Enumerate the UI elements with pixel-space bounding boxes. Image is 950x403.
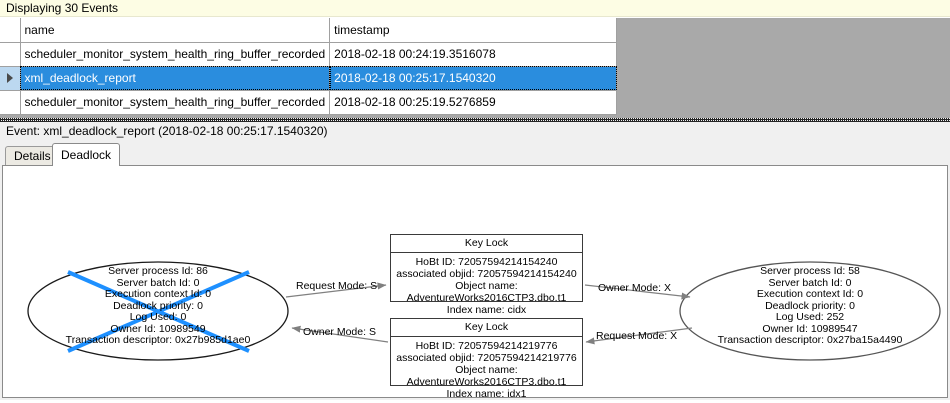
- node-text-line: HoBt ID: 72057594214154240: [415, 256, 558, 268]
- row-selector-cell[interactable]: [0, 42, 21, 67]
- table-row-selected[interactable]: xml_deadlock_report 2018-02-18 00:25:17.…: [0, 66, 618, 91]
- node-text-line: HoBt ID: 72057594214219776: [415, 340, 558, 352]
- edge-owner-mode-x[interactable]: [584, 284, 691, 300]
- process-node-right-ellipse[interactable]: [679, 261, 941, 361]
- table-row[interactable]: scheduler_monitor_system_health_ring_buf…: [0, 90, 618, 115]
- events-grid[interactable]: name timestamp scheduler_monitor_system_…: [0, 18, 950, 118]
- node-text-line: Object name: AdventureWorks2016CTP3.dbo.…: [406, 280, 567, 304]
- column-header-name[interactable]: name: [20, 18, 331, 43]
- edge-label-request-mode-s: Request Mode: S: [296, 280, 378, 292]
- edge-label-owner-mode-x: Owner Mode: X: [598, 282, 671, 294]
- row-selector-arrow-icon: [6, 73, 13, 83]
- edge-label-request-mode-x: Request Mode: X: [596, 330, 678, 342]
- node-text-line: associated objid: 72057594214154240: [396, 268, 577, 280]
- table-row[interactable]: scheduler_monitor_system_health_ring_buf…: [0, 42, 618, 67]
- table-header-row: name timestamp: [0, 18, 618, 43]
- tab-details[interactable]: Details: [5, 146, 60, 165]
- cell-timestamp[interactable]: 2018-02-18 00:24:19.3516078: [329, 42, 618, 67]
- column-header-timestamp[interactable]: timestamp: [329, 18, 618, 43]
- horizontal-splitter[interactable]: [0, 118, 950, 122]
- cell-timestamp[interactable]: 2018-02-18 00:25:19.5276859: [329, 90, 618, 115]
- cell-name[interactable]: xml_deadlock_report: [20, 66, 331, 91]
- node-text-line: associated objid: 72057594214219776: [396, 352, 577, 364]
- cell-name[interactable]: scheduler_monitor_system_health_ring_buf…: [20, 42, 331, 67]
- event-title-label: Event: xml_deadlock_report (2018-02-18 0…: [6, 124, 328, 138]
- edge-owner-mode-s[interactable]: [291, 325, 389, 343]
- lock-title: Key Lock: [391, 235, 582, 253]
- column-header-selector: [0, 18, 21, 43]
- node-text-line: Object name: AdventureWorks2016CTP3.dbo.…: [406, 364, 567, 388]
- lock-title: Key Lock: [391, 319, 582, 337]
- tab-deadlock[interactable]: Deadlock: [52, 143, 121, 166]
- node-text-line: Index name: cidx: [446, 304, 527, 316]
- edge-request-mode-s[interactable]: [285, 282, 387, 298]
- row-selector-cell[interactable]: [0, 66, 21, 91]
- events-count-label: Displaying 30 Events: [6, 1, 119, 15]
- edge-label-owner-mode-s: Owner Mode: S: [303, 326, 376, 338]
- events-table: name timestamp scheduler_monitor_system_…: [0, 18, 618, 115]
- cell-timestamp[interactable]: 2018-02-18 00:25:17.1540320: [329, 66, 618, 91]
- row-selector-cell[interactable]: [0, 90, 21, 115]
- tab-strip: Details Deadlock: [0, 143, 950, 166]
- events-banner: Displaying 30 Events: [0, 0, 950, 17]
- cell-name[interactable]: scheduler_monitor_system_health_ring_buf…: [20, 90, 331, 115]
- edge-request-mode-x[interactable]: [585, 327, 693, 345]
- victim-cross-line-2: [67, 270, 250, 353]
- node-text-line: Index name: idx1: [446, 388, 527, 400]
